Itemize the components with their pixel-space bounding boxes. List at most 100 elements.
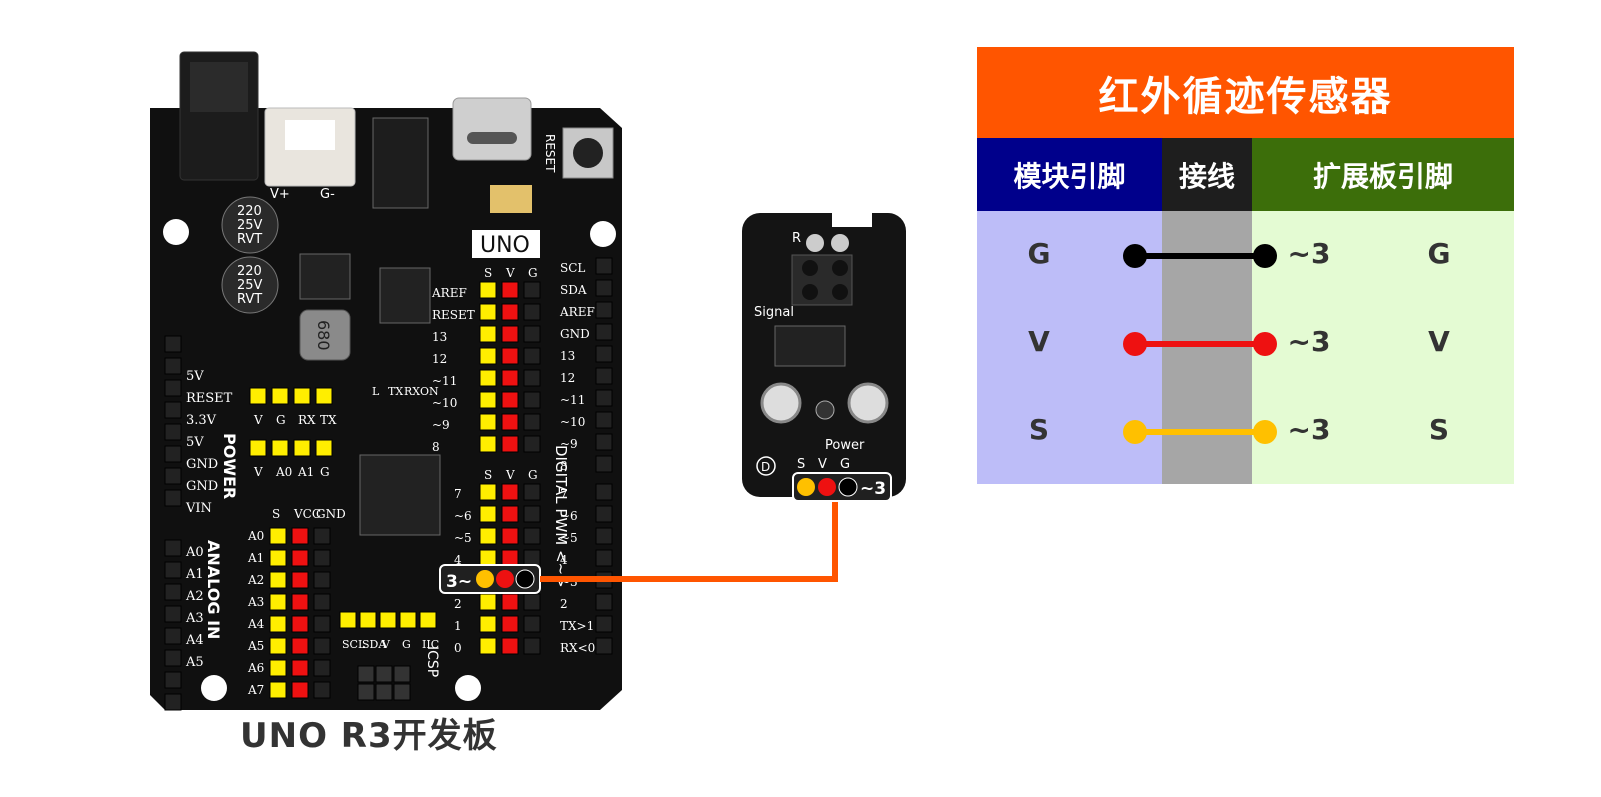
vcc-pin [291, 659, 309, 677]
signal-pin [269, 615, 287, 633]
mounting-hole [163, 219, 189, 245]
analog-header-label: A2 [247, 573, 264, 587]
analog-header-label: A6 [247, 661, 264, 675]
digital-s-pin [479, 637, 497, 655]
uno-label: UNO [480, 233, 530, 258]
signal-pin [269, 637, 287, 655]
digital-s-pin [479, 413, 497, 431]
gnd-pin [313, 615, 331, 633]
inner-pin-label: RESET [432, 308, 475, 322]
status-label: ON [420, 385, 439, 398]
uno-board: V+ G- RESET 220 25V RVT 220 25V RVT 680 [150, 51, 622, 711]
wire-end-dot [1123, 332, 1147, 356]
header-pin [595, 615, 613, 633]
signal-pin [269, 527, 287, 545]
digital-v-pin [501, 391, 519, 409]
port-pin-s [476, 570, 494, 588]
mid-pin [315, 439, 333, 457]
uart-label: V [253, 413, 263, 427]
right-pin-label: GND [560, 327, 590, 341]
header-pin [164, 583, 182, 601]
icsp-pin [393, 683, 411, 701]
header-pin [595, 433, 613, 451]
digital-g-pin [523, 303, 541, 321]
right-pin-label: SDA [560, 283, 587, 297]
analog-pin-label: A1 [185, 567, 204, 582]
right-pin-label: 4 [560, 553, 568, 567]
header-pin [164, 627, 182, 645]
uno-badge [472, 230, 540, 258]
header-wire: 接线 [1162, 138, 1252, 211]
sensor-port-pin-s [797, 478, 815, 496]
digital-g-pin [523, 369, 541, 387]
header-pins [164, 257, 613, 711]
analog-title: ANALOG IN [204, 540, 223, 639]
digital-s-pin [479, 347, 497, 365]
sensor-r-label: R [792, 231, 801, 246]
digital-g-pin [523, 505, 541, 523]
signal-pin [269, 593, 287, 611]
digital-g-pin [523, 435, 541, 453]
inner-pin-label: 8 [432, 440, 440, 454]
connection-wire [540, 485, 838, 582]
uart-pin [249, 387, 267, 405]
digital-v-pin [501, 369, 519, 387]
header-pin [595, 257, 613, 275]
sensor-pin-g-label: G [840, 457, 850, 472]
gnd-pin [313, 659, 331, 677]
sensor-pin-v-label: V [818, 457, 827, 472]
digital-g-pin [523, 637, 541, 655]
inner-pin-label: ~11 [432, 374, 457, 388]
iic-pin [419, 611, 437, 629]
vcc-pin [291, 571, 309, 589]
wire-column [1162, 211, 1252, 484]
board-signal-cell: G [1427, 237, 1451, 270]
uart-pin [315, 387, 333, 405]
power-pin-label: 5V [186, 369, 204, 384]
mid-label: V [253, 465, 263, 479]
module-pin-cell: S [1028, 413, 1050, 446]
header-pin [595, 279, 613, 297]
iic-label: G [402, 638, 411, 651]
digital-g-pin [523, 527, 541, 545]
header-pin [164, 605, 182, 623]
right-pin-label: ~11 [560, 393, 585, 407]
signal-pin [269, 571, 287, 589]
cap-text: 25V [237, 218, 263, 233]
header-pin [164, 489, 182, 507]
inner-pin-label: 0 [454, 641, 462, 655]
right-pin-label: 13 [560, 349, 575, 363]
sensor-port-label: ~3 [860, 479, 886, 499]
gnd-pin [313, 681, 331, 699]
svg-header-label: S [272, 507, 280, 521]
gnd-pin [313, 571, 331, 589]
digital-header-label: S [484, 266, 492, 280]
wireless-icon [815, 400, 835, 420]
port-pin-g [515, 569, 535, 589]
digital-s-pin [479, 527, 497, 545]
vplus-label: V+ [270, 187, 290, 202]
wire-end-dot [1123, 420, 1147, 444]
reset-button-cap [573, 138, 603, 168]
digital-s-pin [479, 435, 497, 453]
board-signal-cell: S [1428, 413, 1450, 446]
header-pin [595, 527, 613, 545]
analog-header-label: A3 [247, 595, 264, 609]
header-pin [164, 693, 182, 711]
iic-pin [359, 611, 377, 629]
digital-v-pin [501, 593, 519, 611]
sensor-signal-label: Signal [754, 305, 794, 320]
inner-pin-label: 12 [432, 352, 447, 366]
power-pin-label: VIN [185, 501, 212, 516]
mounting-hole [201, 675, 227, 701]
digital-s-pin [479, 615, 497, 633]
icsp-pin [375, 665, 393, 683]
regulator-chip [379, 267, 431, 324]
board-pin-cell: ~3 [1287, 325, 1331, 358]
icsp-pin [375, 683, 393, 701]
gnd-pin [313, 593, 331, 611]
analog-header-label: A5 [247, 639, 264, 653]
vcc-pin [291, 637, 309, 655]
